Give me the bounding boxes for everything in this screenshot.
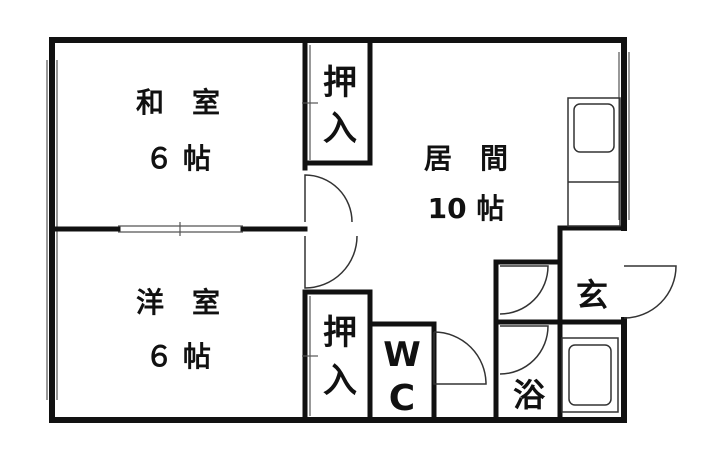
entrance-label: 玄 — [576, 276, 608, 314]
bathtub — [561, 337, 619, 413]
kitchen-counter — [567, 97, 621, 227]
room-name-ima: 居 間 — [424, 142, 508, 175]
room-size-washitsu: ６ 帖 — [145, 142, 211, 175]
room-size-ima: 10 帖 — [428, 192, 505, 225]
room-size-youshitsu: ６ 帖 — [145, 340, 211, 373]
closet-lower-label-1: 押 — [323, 313, 357, 353]
wc-label-2: C — [389, 378, 415, 419]
outer-walls — [49, 37, 627, 423]
closet-upper-label-2: 入 — [323, 109, 357, 149]
sliding-door-bedrooms — [118, 222, 243, 236]
closet-sliding-doors — [302, 45, 318, 416]
closet-upper-label-1: 押 — [323, 63, 357, 103]
room-name-youshitsu: 洋 室 — [136, 286, 220, 319]
wc-label-1: W — [383, 335, 421, 375]
closet-lower-label-2: 入 — [323, 361, 357, 401]
room-name-washitsu: 和 室 — [136, 86, 220, 119]
door-swings — [304, 174, 677, 385]
bath-label: 浴 — [513, 376, 546, 414]
